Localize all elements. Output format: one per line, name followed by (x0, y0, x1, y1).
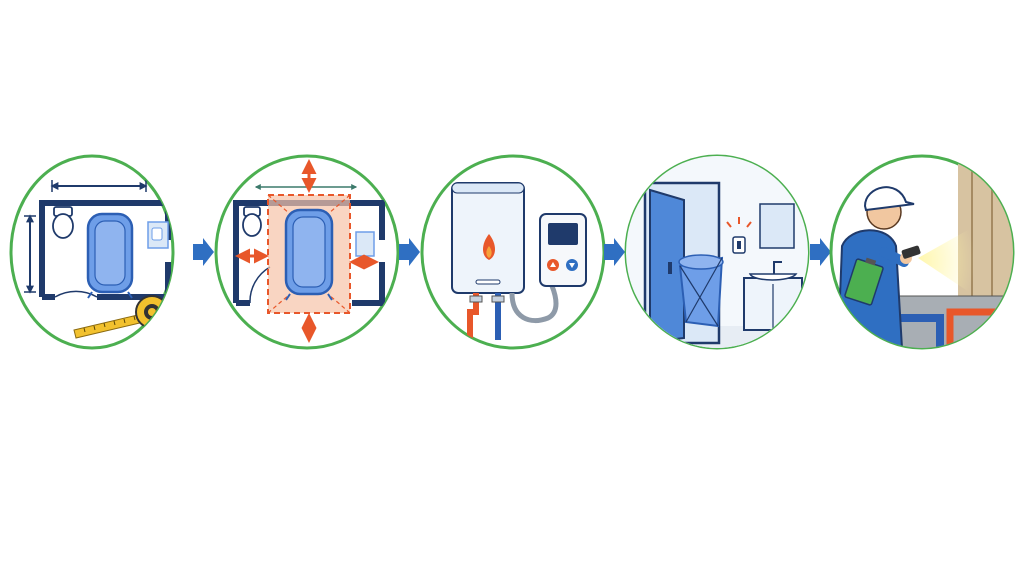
connector-arrow-3 (604, 238, 625, 266)
water-heater-icon (451, 182, 587, 340)
step-1-measure-floor-plan (9, 154, 175, 350)
step-3-water-heater (420, 154, 606, 350)
floor-plan-clearance-icon (233, 159, 385, 343)
connector-arrow-1 (193, 238, 214, 266)
doorway-access-icon (626, 156, 808, 348)
floor-plan-measure-icon (24, 180, 171, 339)
thermostat-control-icon (539, 213, 587, 287)
step-5-inspection (829, 154, 1015, 350)
step-4-doorway-access (624, 154, 810, 350)
connector-arrow-4 (810, 238, 831, 266)
connector-arrow-2 (399, 238, 420, 266)
step-2-clearance-zone (214, 154, 400, 350)
tape-measure-icon (73, 295, 169, 339)
